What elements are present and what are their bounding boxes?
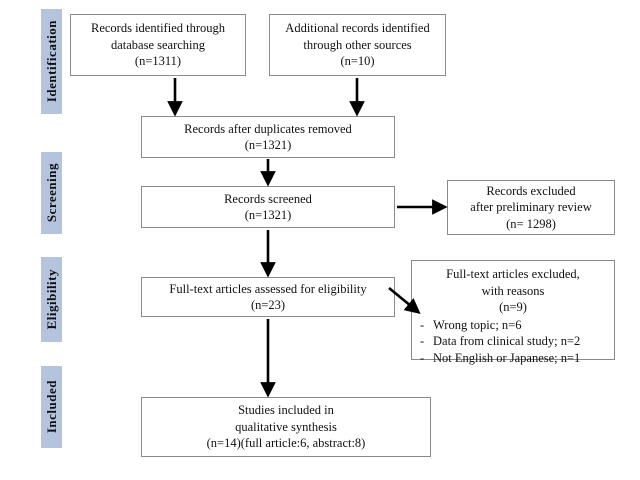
box-line: Full-text articles excluded, [446, 267, 580, 281]
box-line: after preliminary review [470, 200, 592, 215]
box-line: Records excluded [486, 183, 576, 198]
box-line: (n= 1298) [506, 216, 556, 231]
stage-label-included-text: Included [44, 380, 59, 434]
box-records-identified-database: Records identified through database sear… [70, 14, 246, 76]
stage-label-identification-text: Identification [44, 20, 59, 103]
stage-label-screening-text: Screening [44, 163, 59, 223]
box-studies-included-qualitative-synthesis: Studies included in qualitative synthesi… [141, 397, 431, 457]
box-fulltext-excluded-with-reasons: Full-text articles excluded, with reason… [411, 260, 615, 365]
box-records-after-duplicates-removed: Records after duplicates removed (n=1321… [141, 116, 395, 158]
box-additional-records-other-sources: Additional records identified through ot… [269, 14, 446, 76]
box-line: Full-text articles assessed for eligibil… [169, 281, 367, 296]
list-item: - Wrong topic; n=6 [420, 317, 610, 334]
box-records-excluded: Records excluded after preliminary revie… [447, 180, 615, 235]
box-fulltext-assessed-eligibility: Full-text articles assessed for eligibil… [141, 277, 395, 317]
box-line: Records identified through [91, 21, 225, 36]
box-line: qualitative synthesis [235, 419, 337, 434]
list-item-label: Wrong topic; n=6 [433, 317, 522, 332]
box-line: (n=1321) [244, 138, 292, 152]
box-line: (n=10) [340, 54, 375, 69]
bullet-dash: - [420, 351, 425, 365]
box-line: (n=23) [250, 298, 286, 312]
box-line: through other sources [303, 37, 412, 52]
bullet-dash: - [420, 334, 425, 349]
box-line: (n=9) [499, 300, 527, 314]
box-line: with reasons [481, 283, 545, 298]
stage-label-eligibility: Eligibility [41, 257, 62, 342]
stage-label-eligibility-text: Eligibility [44, 269, 59, 330]
stage-label-identification: Identification [41, 9, 62, 114]
box-line: (n=14)(full article:6, abstract:8) [206, 436, 366, 451]
box-line: Records screened [224, 191, 312, 206]
list-item: - Data from clinical study; n=2 [420, 333, 610, 350]
exclusion-reasons-list: - Wrong topic; n=6 - Data from clinical … [416, 317, 610, 367]
list-item-label: Data from clinical study; n=2 [433, 334, 581, 349]
list-item-label: Not English or Japanese; n=1 [433, 351, 581, 365]
box-line: (n=1311) [134, 54, 182, 69]
box-line: Additional records identified [285, 21, 430, 36]
list-item: - Not English or Japanese; n=1 [420, 350, 610, 367]
stage-label-included: Included [41, 366, 62, 448]
box-records-screened: Records screened (n=1321) [141, 186, 395, 228]
box-line: Records after duplicates removed [184, 121, 352, 136]
bullet-dash: - [420, 317, 425, 332]
box-line: database searching [110, 37, 206, 52]
stage-label-screening: Screening [41, 152, 62, 234]
box-line: Studies included in [238, 403, 334, 418]
box-line: (n=1321) [244, 208, 292, 222]
